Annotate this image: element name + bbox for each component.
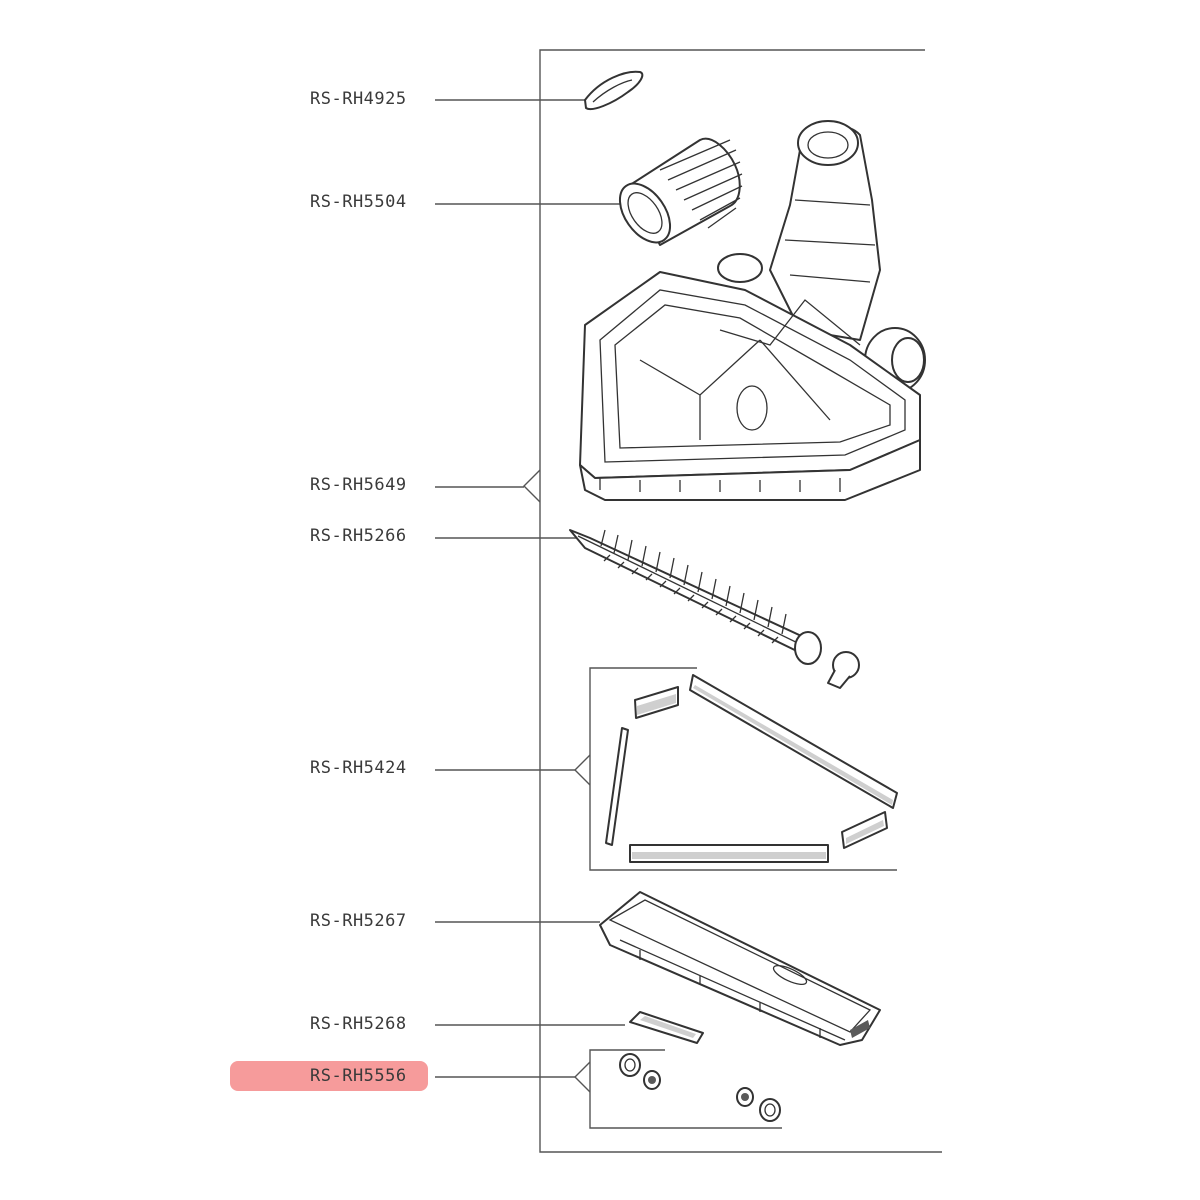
selected-part-highlight xyxy=(230,1061,428,1091)
seal-part xyxy=(584,70,644,110)
wheels-set-part xyxy=(619,1053,781,1122)
part-label-rs-rh5556[interactable]: RS-RH5556 xyxy=(310,1066,407,1086)
part-label-rs-rh5267[interactable]: RS-RH5267 xyxy=(310,911,407,931)
strips-set-part xyxy=(605,674,898,863)
bottom-plate-part xyxy=(599,891,881,1046)
leader-lines xyxy=(435,99,625,1078)
part-label-rs-rh5649[interactable]: RS-RH5649 xyxy=(310,475,407,495)
part-label-rs-rh4925[interactable]: RS-RH4925 xyxy=(310,89,407,109)
floor-head-part xyxy=(579,120,926,501)
brush-roll-part xyxy=(569,529,860,689)
hose-part xyxy=(618,137,743,246)
part-label-rs-rh5504[interactable]: RS-RH5504 xyxy=(310,192,407,212)
small-strip-part xyxy=(629,1011,704,1044)
part-label-rs-rh5266[interactable]: RS-RH5266 xyxy=(310,526,407,546)
part-label-rs-rh5268[interactable]: RS-RH5268 xyxy=(310,1014,407,1034)
part-label-rs-rh5424[interactable]: RS-RH5424 xyxy=(310,758,407,778)
